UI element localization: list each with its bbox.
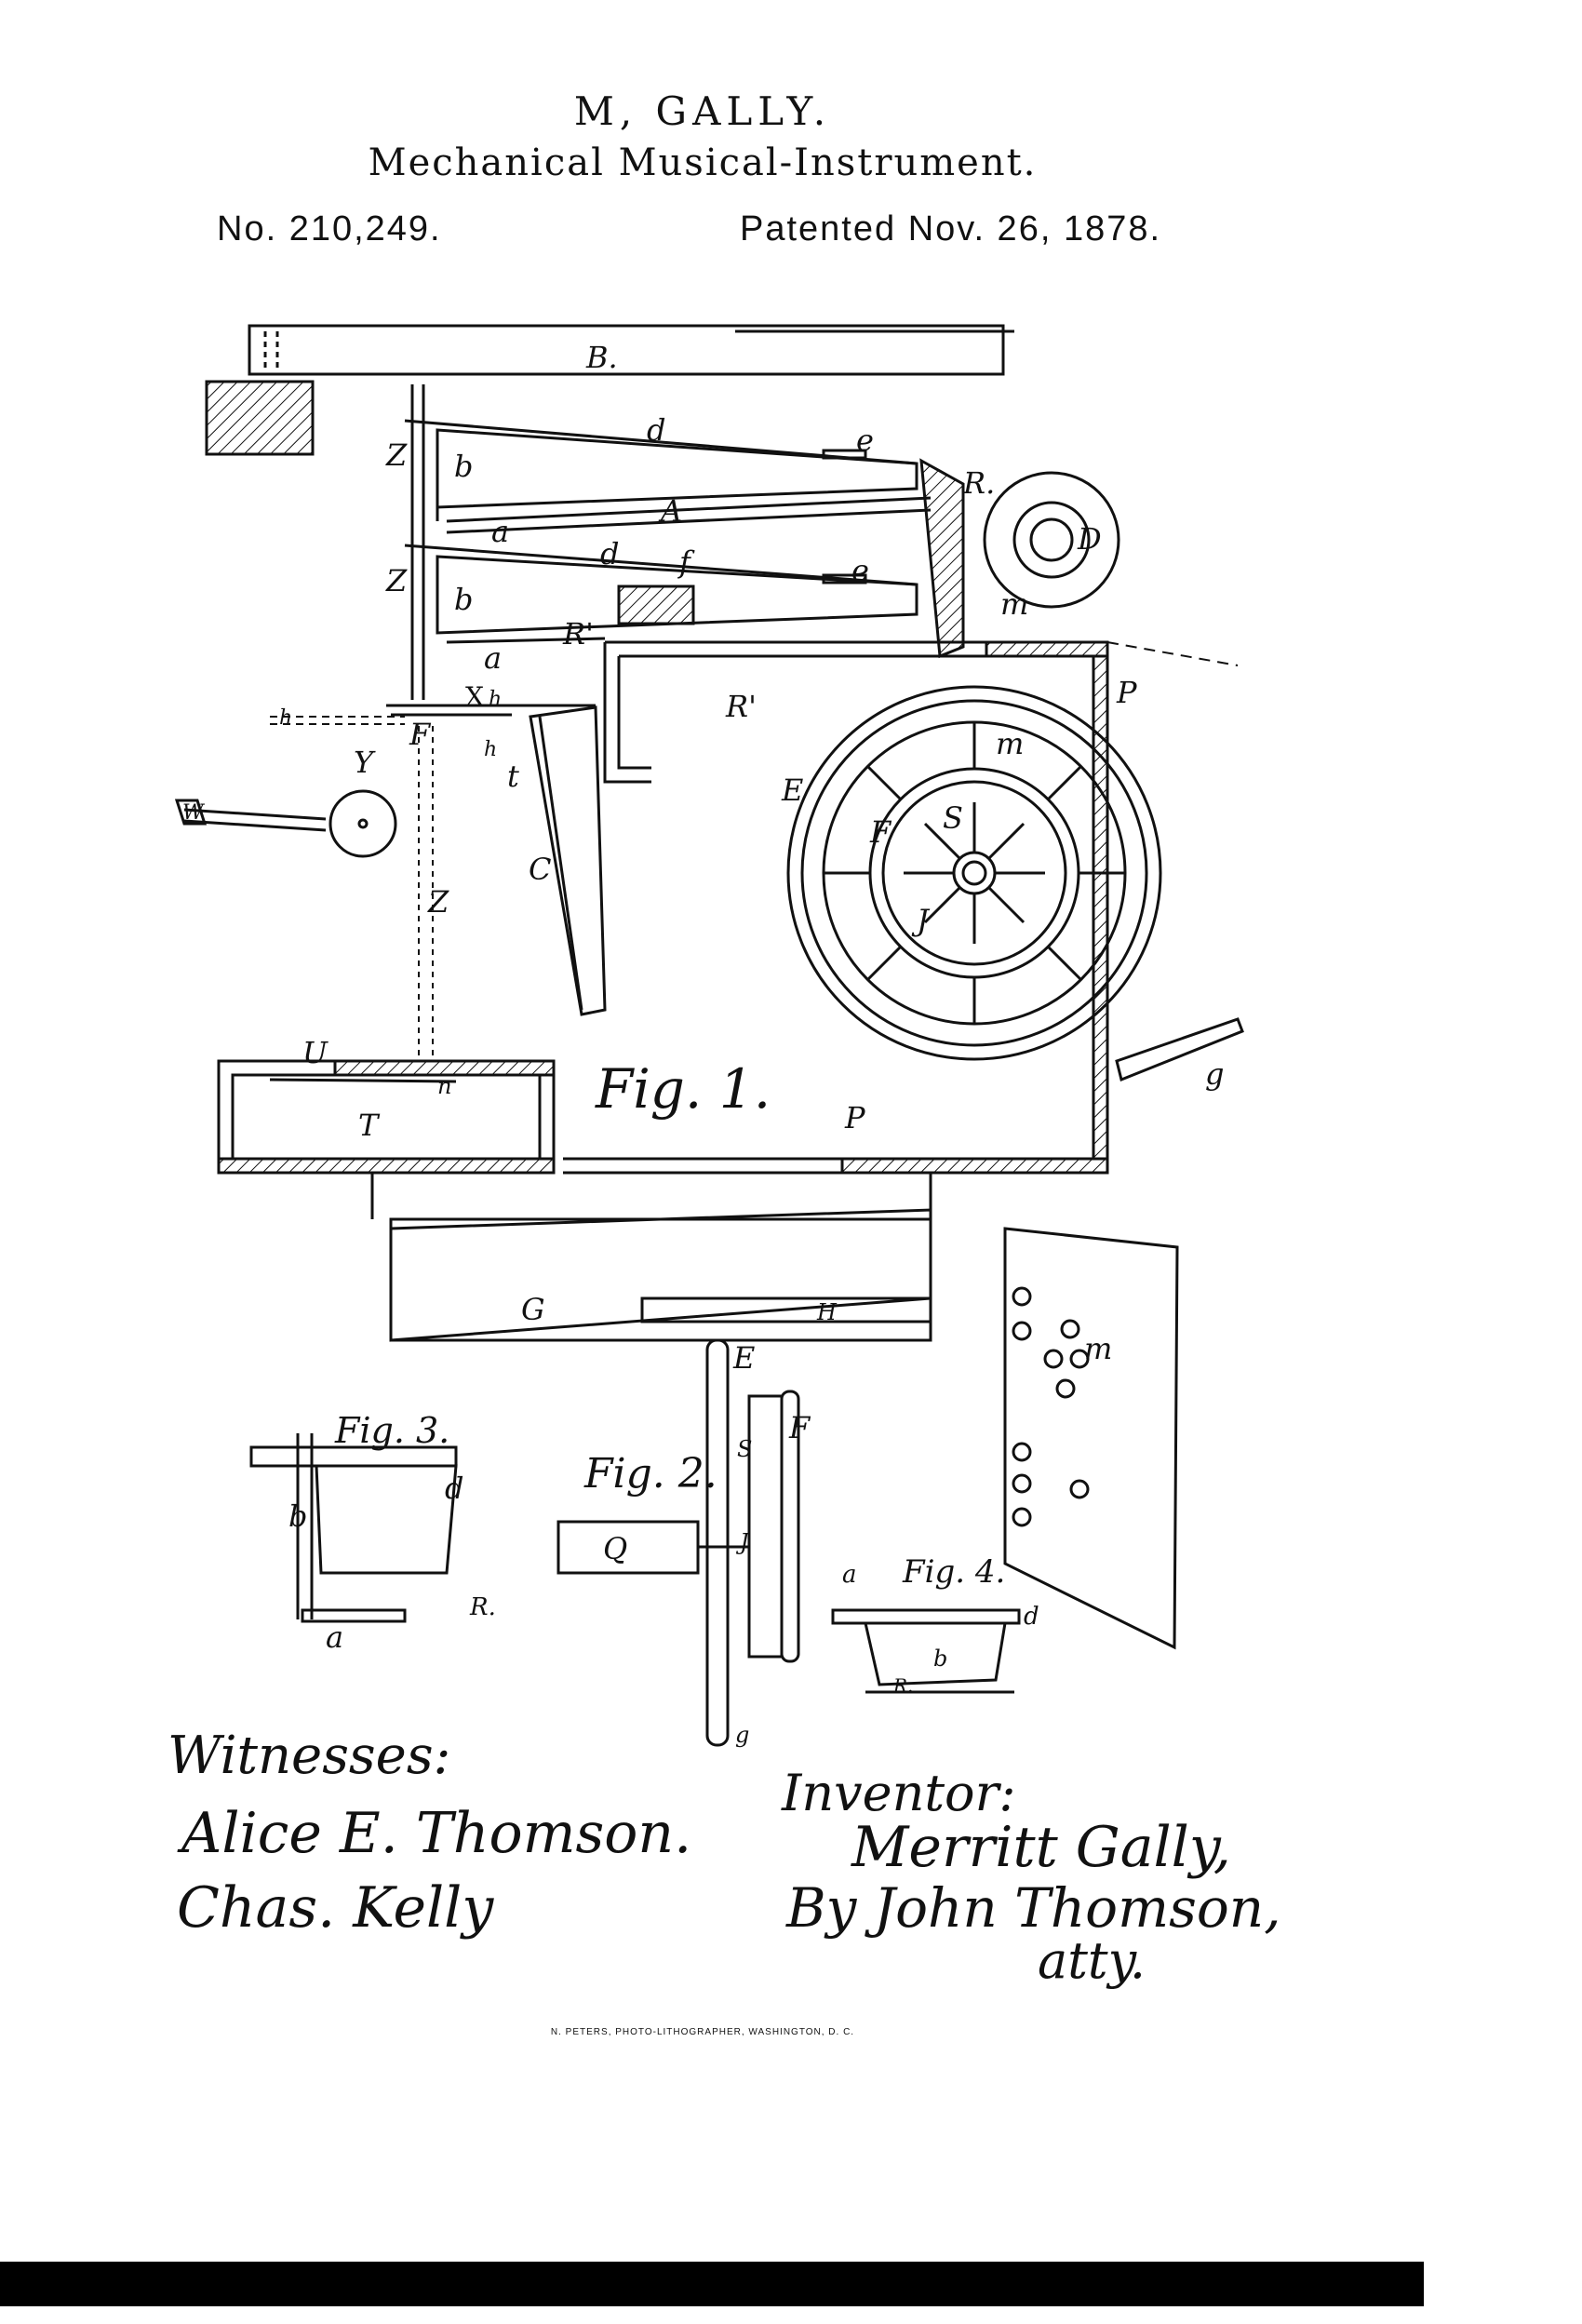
handle-g [1115,1017,1244,1082]
label-s: S [943,800,963,836]
label-r-fig4: R. [892,1674,913,1697]
label-h-3: h [484,738,497,761]
label-q: Q [603,1531,627,1566]
fig4-label: Fig. 4. [902,1553,1005,1591]
label-d-fig4: d [1024,1603,1039,1631]
label-w: W [182,801,206,825]
label-a-2: a [484,640,502,676]
label-g-fig2: g [735,1722,749,1748]
label-b-fig4: b [933,1646,947,1672]
fig3-label: Fig. 3. [334,1410,449,1451]
pulley [328,789,397,858]
label-a-1: a [491,514,509,549]
label-t-small: t [507,759,519,794]
label-m-strip: m [1084,1331,1112,1366]
attorney-abbrev: atty. [1038,1931,1146,1990]
label-h-1: h [279,706,292,730]
lever-b [248,324,1014,376]
witness-signature-2: Chas. Kelly [177,1875,494,1941]
label-h-2: h [489,688,502,711]
fig3-drawing [249,1433,458,1623]
label-h-base: H [816,1299,838,1325]
label-e-fig2: E [732,1340,755,1376]
label-f: f [677,544,695,580]
label-x: X [465,681,484,712]
label-b-fig3: b [288,1498,307,1534]
fig4-drawing [831,1608,1021,1694]
label-m-2: m [996,726,1024,761]
fig2-drawing [556,1338,800,1747]
witnesses-label: Witnesses: [168,1726,450,1786]
lower-reed [404,544,918,644]
label-z-1: Z [385,437,408,473]
label-a-upper: A [658,493,682,529]
fig2-label: Fig. 2. [583,1450,717,1498]
label-t: T [358,1108,381,1143]
attorney-signature: By John Thomson, [785,1876,1281,1940]
label-r: R. [962,465,995,501]
label-a-fig4: a [842,1561,857,1589]
label-z-3: Z [427,884,449,920]
label-r-prime-2: R' [725,689,757,724]
label-d: d [647,412,665,448]
bellows-t [217,1059,556,1175]
label-j: J [911,903,931,938]
label-f-fig2: F [788,1410,811,1445]
invention-title: Mechanical Musical-Instrument. [368,141,1038,184]
patent-number: No. 210,249. [217,209,442,249]
inventor-name: M, GALLY. [573,88,832,134]
scan-border-bar [0,2262,1424,2306]
roll-d [983,471,1120,609]
label-p-2: P [844,1100,865,1135]
label-e: e [856,423,874,458]
label-g-base: G [521,1292,545,1327]
label-b-2: b [454,582,473,617]
upper-reed [404,419,965,659]
label-r-fig3: R. [469,1593,496,1621]
label-b: B. [585,340,618,375]
wheel-e [786,685,1162,1061]
label-s-fig2: S [737,1436,752,1462]
label-e-wheel: E [781,772,803,808]
hatched-block [205,380,315,456]
label-y: Y [354,745,376,780]
label-j-fig2: J [735,1529,750,1555]
label-n: n [437,1073,451,1099]
label-g-handle: g [1205,1056,1224,1092]
label-e-2: e [851,553,869,588]
label-f-wheel: F [869,814,892,850]
label-u: U [302,1035,328,1070]
label-m-1: m [1000,586,1028,622]
label-f-lever: F [409,717,432,752]
label-roll-d: D [1077,521,1102,557]
label-r-prime-1: R' [562,616,594,652]
label-a-fig3: a [326,1619,343,1655]
fig1-label: Fig. 1. [595,1057,771,1121]
label-d-fig3: d [445,1471,463,1506]
label-z-2: Z [385,563,408,598]
witness-signature-1: Alice E. Thomson. [177,1801,691,1866]
perforated-strip [1003,1227,1179,1650]
lithographer-credit: N. PETERS, PHOTO-LITHOGRAPHER, WASHINGTO… [550,2027,855,2037]
inventor-signature: Merritt Gally, [851,1815,1231,1880]
label-c: C [529,852,551,887]
label-d-2: d [600,536,619,571]
label-p-1: P [1116,675,1137,710]
patented-date: Patented Nov. 26, 1878. [740,209,1162,249]
inventor-label: Inventor: [781,1764,1016,1822]
label-b-1: b [454,449,473,484]
